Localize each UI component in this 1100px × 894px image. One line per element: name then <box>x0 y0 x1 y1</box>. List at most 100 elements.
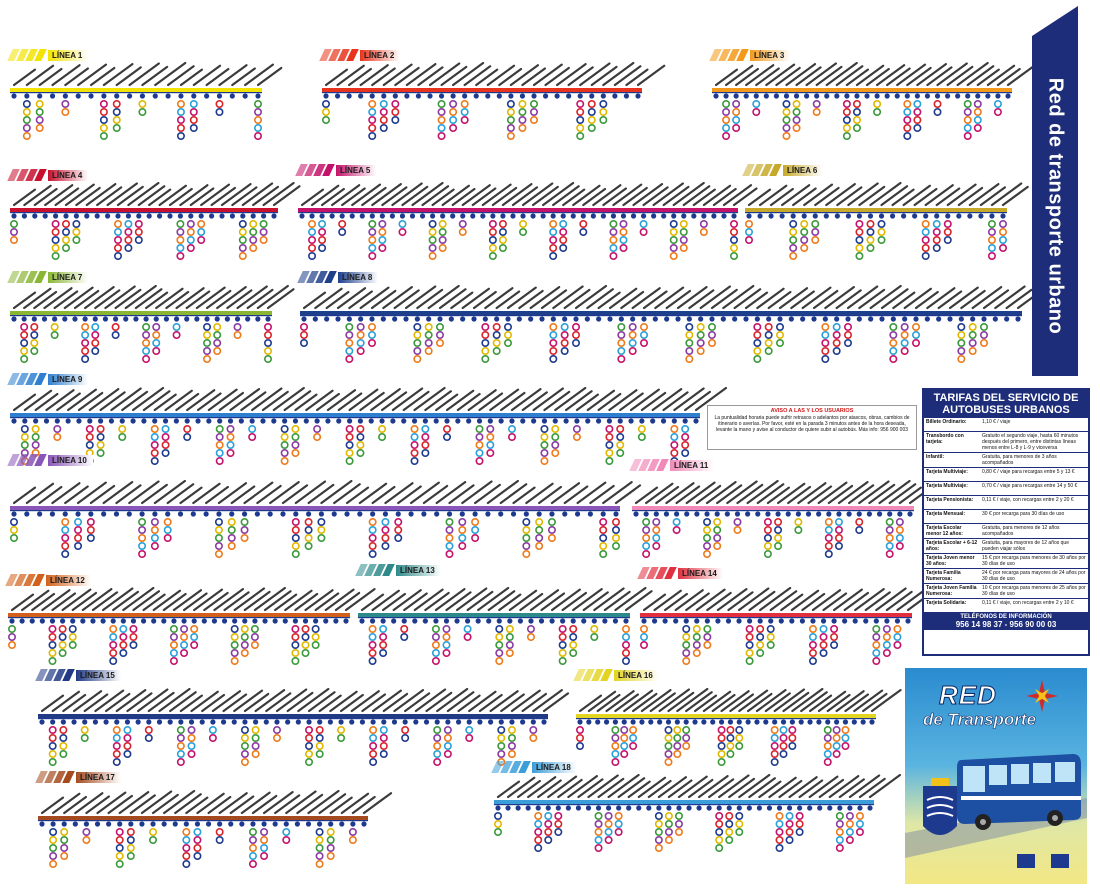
stop-name-mark <box>253 796 276 813</box>
stop-name-mark <box>304 293 325 308</box>
transfer-dot <box>683 642 689 648</box>
stop-dot <box>153 93 158 98</box>
route-band-edge <box>298 212 738 213</box>
stop-dot <box>824 93 829 98</box>
stop-dot <box>846 213 851 218</box>
transfer-dot <box>250 229 256 235</box>
stop-name-mark <box>563 190 584 205</box>
stop-dot <box>666 719 671 724</box>
transfer-dot <box>346 442 352 448</box>
stop-name-mark <box>245 65 273 85</box>
transfer-dot <box>177 245 183 251</box>
transfer-dot <box>801 245 807 251</box>
line-group <box>358 588 652 664</box>
transfer-dot <box>63 245 69 251</box>
stop-name-mark <box>175 794 201 813</box>
transfer-dot <box>498 727 504 733</box>
stop-dot <box>264 719 269 724</box>
transfer-dot <box>653 519 659 525</box>
stop-dot <box>630 316 635 321</box>
transfer-dot <box>600 527 606 533</box>
transfer-dot <box>643 527 649 533</box>
stop-name-mark <box>623 188 646 205</box>
stop-dot <box>32 213 37 218</box>
stop-dot <box>360 719 365 724</box>
transfer-dot <box>281 426 287 432</box>
transfer-dot <box>783 117 789 123</box>
tariff-name: Tarjeta Pensionista: <box>924 496 980 509</box>
transfer-dot <box>381 743 387 749</box>
stop-dot <box>250 418 255 423</box>
line-name: LÍNEA 9 <box>48 374 88 385</box>
transfer-dot <box>820 626 826 632</box>
transfer-dot <box>640 221 646 227</box>
transfer-dot <box>681 221 687 227</box>
transfer-dot <box>49 642 55 648</box>
stop-name-mark <box>202 695 224 711</box>
route-band <box>632 506 914 510</box>
line-name: LÍNEA 15 <box>76 670 121 681</box>
route-band-edge <box>640 617 912 618</box>
transfer-dot <box>281 442 287 448</box>
transfer-dot <box>150 837 156 843</box>
stop-dot <box>578 93 583 98</box>
stop-name-mark <box>168 66 194 85</box>
transfer-dot <box>825 751 831 757</box>
transfer-dot <box>630 727 636 733</box>
stop-name-mark <box>468 592 493 610</box>
stop-name-mark <box>498 782 519 797</box>
stop-dot <box>143 316 148 321</box>
line-group <box>10 481 640 557</box>
stop-dot <box>596 805 601 810</box>
transfer-dot <box>612 751 618 757</box>
transfer-dot <box>618 348 624 354</box>
stop-dot <box>985 93 990 98</box>
transfer-dot <box>496 626 502 632</box>
transfer-dot <box>459 519 465 525</box>
transfer-dot <box>31 340 37 346</box>
transfer-dot <box>242 626 248 632</box>
stop-dot <box>747 805 752 810</box>
transfer-dot <box>357 348 363 354</box>
stop-dot <box>767 805 772 810</box>
stop-dot <box>217 821 222 826</box>
stop-name-mark <box>349 69 371 85</box>
transfer-dot <box>437 324 443 330</box>
transfer-dot <box>165 535 171 541</box>
transfer-dot <box>130 642 136 648</box>
stop-dot <box>604 719 609 724</box>
transfer-dot <box>922 245 928 251</box>
transfer-dot <box>897 527 903 533</box>
stop-dot <box>344 511 349 516</box>
transfer-dot <box>600 551 606 557</box>
tariff-value: 0,80 € / viaje para recargas entre 5 y 1… <box>980 468 1088 481</box>
stop-dot <box>813 213 818 218</box>
stop-dot <box>323 618 328 623</box>
transfer-dot <box>305 527 311 533</box>
transfer-dot <box>216 837 222 843</box>
transfer-dot <box>793 125 799 131</box>
transfer-dot <box>110 626 116 632</box>
stop-name-mark <box>339 394 362 411</box>
stop-dot <box>644 511 649 516</box>
stop-dot <box>563 418 568 423</box>
stop-dot <box>497 618 502 623</box>
stop-name-mark <box>316 594 339 611</box>
transfer-dot <box>796 821 802 827</box>
transfer-dot <box>754 356 760 362</box>
stop-name-mark <box>418 67 442 85</box>
transfer-dot <box>252 626 258 632</box>
tariff-row: Tarjeta Familia Numerosa:24 € por recarg… <box>924 569 1088 584</box>
transfer-dot <box>370 743 376 749</box>
stop-name-mark <box>117 67 141 85</box>
stop-dot <box>357 511 362 516</box>
stop-dot <box>164 316 169 321</box>
transfer-dot <box>445 743 451 749</box>
transfer-dot <box>369 117 375 123</box>
stop-name-mark <box>42 696 63 711</box>
stop-name-mark <box>191 189 214 206</box>
stop-name-mark <box>127 693 151 711</box>
line-group <box>640 588 934 664</box>
transfer-dot <box>51 332 57 338</box>
transfer-dot <box>183 845 189 851</box>
